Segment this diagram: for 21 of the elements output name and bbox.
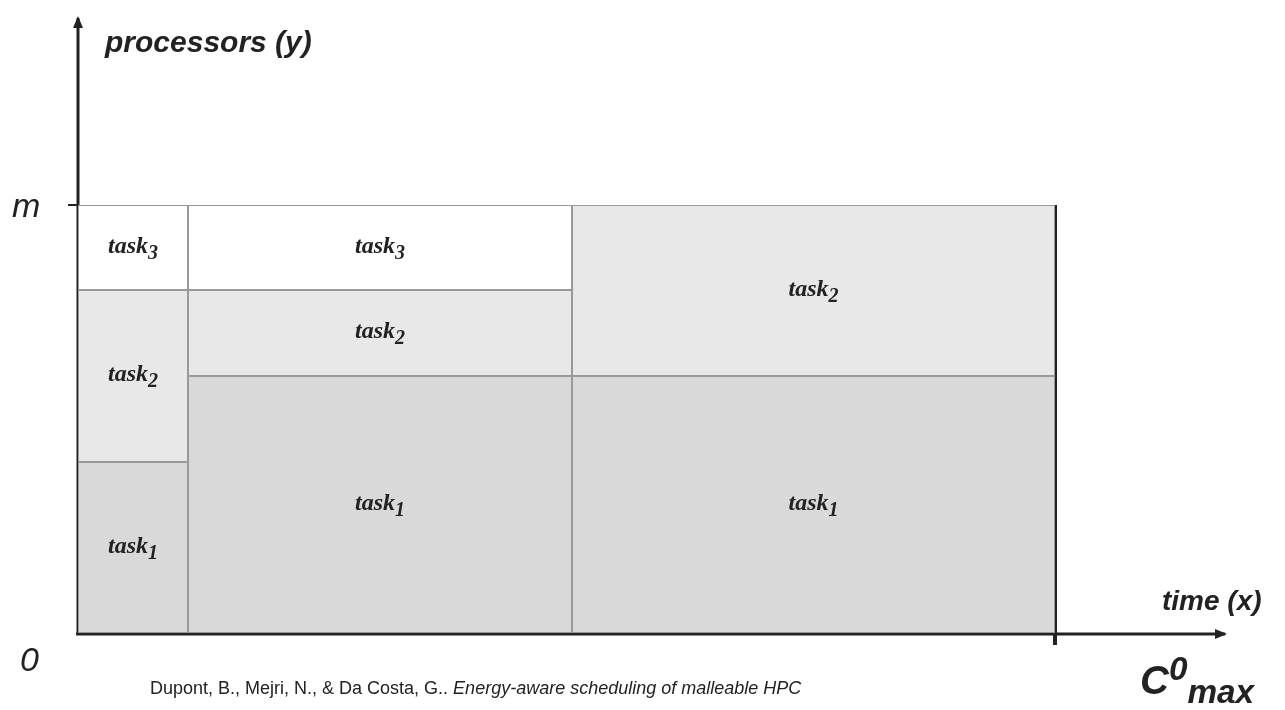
- axis-label: time (x): [1162, 585, 1262, 617]
- task-block: [78, 290, 188, 462]
- task-block: [188, 205, 572, 290]
- task-label: task$_{3}$: [108, 231, 158, 264]
- task-block: [572, 205, 1055, 376]
- tick-label: m: [12, 186, 41, 225]
- task-block: [78, 462, 188, 633]
- caption-text: Dupont, B., Mejri, N., & Da Costa, G.. Energy-aware scheduling of malleable HPC: [150, 678, 802, 699]
- task-label: task$_{1}$: [788, 488, 839, 521]
- task-block: [188, 376, 572, 633]
- task-block: [188, 290, 572, 376]
- task-label: task$_{1}$: [355, 488, 405, 521]
- axis-label: processors (y): [105, 25, 312, 59]
- task-label: task$_{2}$: [108, 360, 158, 392]
- task-label: task$_{1}$: [108, 531, 158, 564]
- tick-label: 0: [20, 640, 39, 679]
- task-label: task$_{2}$: [355, 317, 405, 349]
- task-block: [572, 376, 1055, 633]
- task-block: [78, 205, 188, 290]
- task-label: task$_{3}$: [355, 231, 405, 264]
- task-label: task$_{2}$: [788, 274, 839, 307]
